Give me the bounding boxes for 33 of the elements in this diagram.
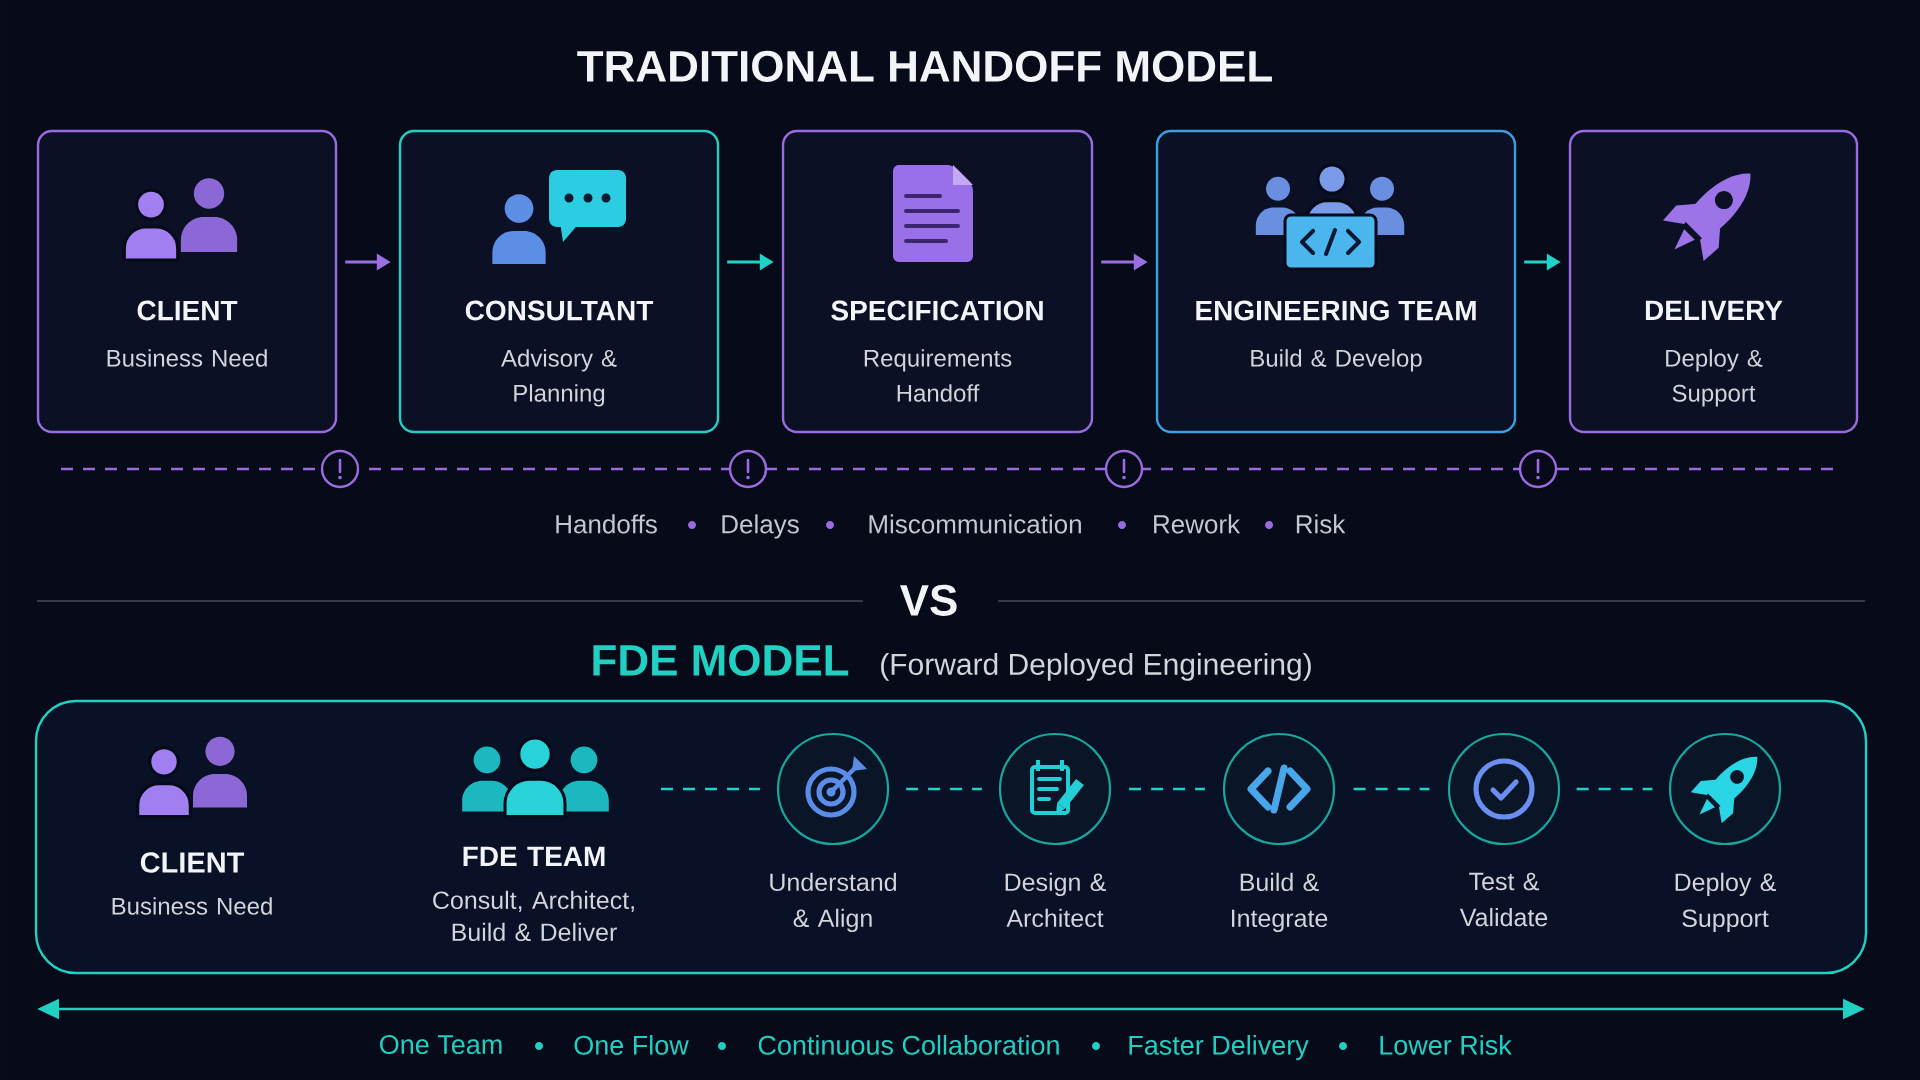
keyword: Miscommunication bbox=[869, 514, 1081, 534]
process-box: DELIVERY Deploy & Support bbox=[1568, 129, 1859, 434]
versus-text: VS bbox=[900, 584, 957, 616]
dashed-connector bbox=[1353, 787, 1430, 791]
keyword: Risk bbox=[1296, 514, 1346, 534]
step-label: Understand & Align bbox=[770, 872, 896, 933]
keyword: Faster Delivery bbox=[1129, 1035, 1309, 1061]
step-label: Deploy & Support bbox=[1675, 872, 1776, 933]
dashed-connector bbox=[906, 787, 982, 791]
keyword: Handoffs bbox=[556, 514, 657, 534]
process-box: CLIENT Business Need bbox=[36, 129, 338, 434]
dashed-connector bbox=[1576, 787, 1653, 791]
keyword: Delays bbox=[722, 514, 799, 539]
role-description: Consult, Architect, Build & Deliver bbox=[433, 890, 634, 942]
dashed-connector bbox=[661, 787, 760, 791]
role-description: Business Need bbox=[112, 897, 272, 915]
keyword: One Flow bbox=[574, 1035, 689, 1055]
step-label: Test & Validate bbox=[1459, 872, 1548, 927]
section-heading: FDE MODEL bbox=[593, 644, 849, 676]
process-box: CONSULTANT Advisory & Planning bbox=[398, 129, 720, 434]
step-label: Design & Architect bbox=[1005, 872, 1106, 928]
dashed-connector bbox=[1129, 787, 1205, 791]
process-box: SPECIFICATION Requirements Handoff bbox=[781, 129, 1094, 434]
subheading: (Forward Deployed Engineering) bbox=[881, 652, 1311, 681]
process-box: ENGINEERING TEAM Build & Develop bbox=[1155, 129, 1517, 434]
role-title: CLIENT bbox=[140, 852, 245, 873]
keyword: Lower Risk bbox=[1380, 1035, 1512, 1055]
heading: TRADITIONAL HANDOFF MODEL bbox=[577, 50, 1272, 82]
keyword: Rework bbox=[1154, 514, 1241, 534]
keyword: Continuous Collaboration bbox=[758, 1035, 1059, 1055]
keyword: One Team bbox=[380, 1035, 502, 1055]
step-label: Build & Integrate bbox=[1232, 872, 1328, 933]
role-title: FDE TEAM bbox=[463, 846, 605, 866]
